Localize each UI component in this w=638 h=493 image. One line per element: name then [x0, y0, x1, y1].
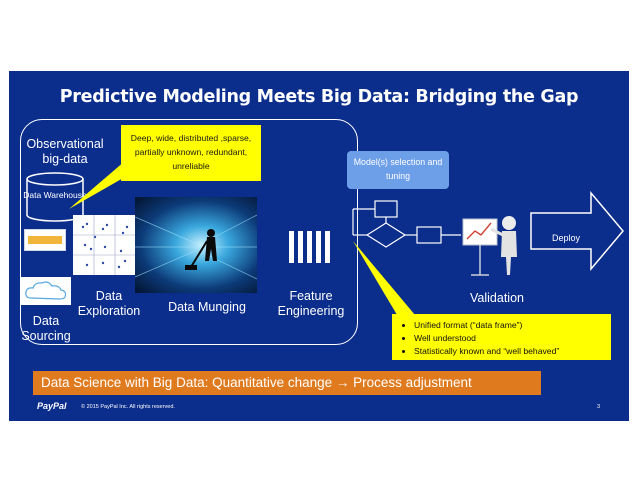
slide-title: Predictive Modeling Meets Big Data: Brid… [59, 87, 579, 107]
validation-label-text: Validation [470, 291, 524, 305]
data-characteristics-callout: Deep, wide, distributed ,sparse, partial… [121, 125, 261, 181]
slide: Predictive Modeling Meets Big Data: Brid… [9, 71, 629, 421]
data-exploration-label: Data Exploration [77, 289, 141, 318]
source-logo-thumbnail [24, 229, 66, 251]
feature-stripes-icon [289, 231, 339, 263]
cloud-icon [21, 277, 71, 305]
copyright-text: © 2015 PayPal Inc. All rights reserved. [81, 404, 175, 410]
callout-bullet-list: Unified format (“data frame”) Well under… [400, 319, 605, 358]
presenter-figure-icon [462, 216, 517, 276]
observational-big-data-label: Observational big-data [26, 137, 104, 166]
data-sourcing-label: Data Sourcing [21, 314, 71, 343]
callout-bullet-item: Unified format (“data frame”) [414, 319, 605, 332]
summary-banner: Data Science with Big Data: Quantitative… [33, 371, 541, 395]
page-number: 3 [597, 404, 601, 410]
deploy-label: Deploy [551, 233, 580, 243]
data-warehouse-label: Data Warehouse [23, 190, 87, 200]
feature-engineering-label: Feature Engineering [277, 289, 345, 318]
flowchart-icon [352, 200, 461, 248]
callout-pointer [69, 161, 125, 209]
data-munging-image [135, 197, 257, 293]
scatter-matrix-thumbnail [73, 215, 137, 275]
deploy-arrow-icon [530, 191, 624, 271]
callout-bullet-item: Well understood [414, 332, 605, 345]
data-pipeline-region [20, 119, 358, 345]
callout-bullet-item: Statistically known and “well behaved” [414, 345, 605, 358]
data-munging-label: Data Munging [168, 300, 246, 314]
paypal-logo-icon: PayPal [37, 401, 67, 411]
digital-tunnel-figure [135, 214, 257, 280]
model-selection-box: Model(s) selection and tuning [347, 151, 449, 189]
unified-format-callout: Unified format (“data frame”) Well under… [392, 314, 611, 360]
